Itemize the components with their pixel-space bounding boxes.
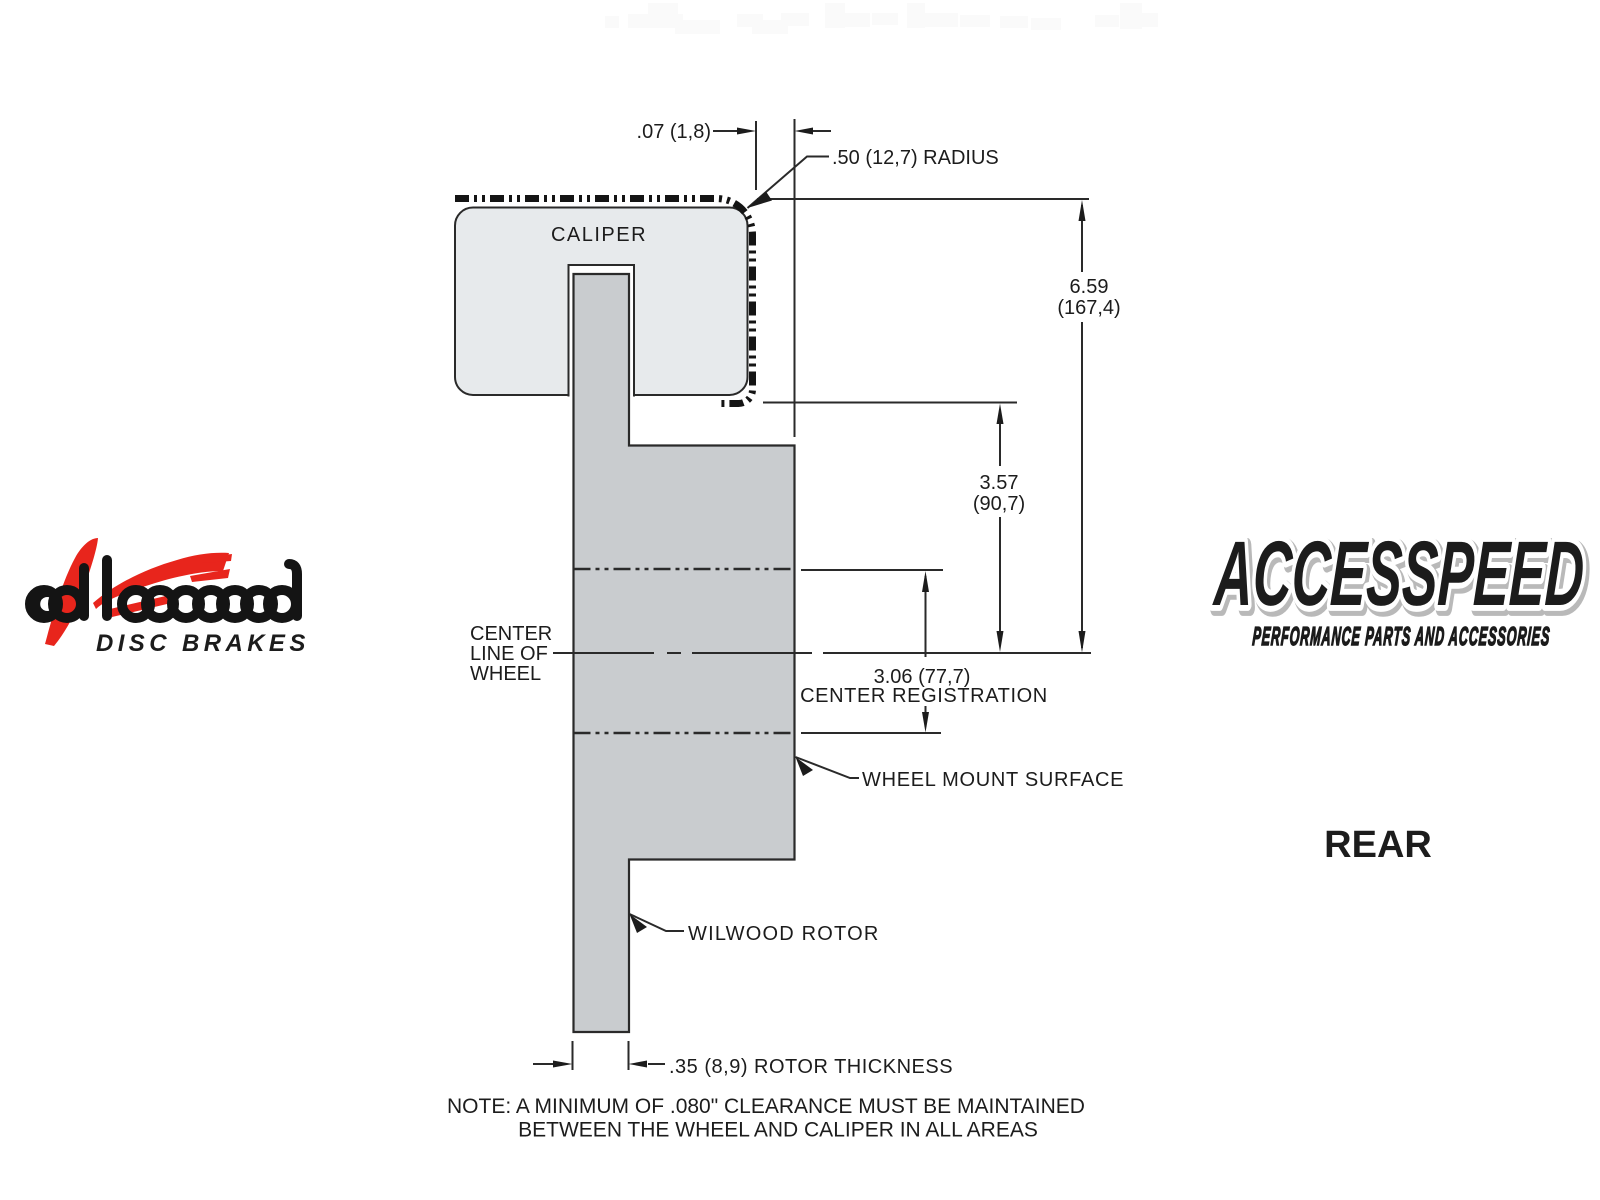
svg-text:CALIPER: CALIPER — [551, 224, 647, 246]
svg-text:LINE OF: LINE OF — [470, 643, 548, 665]
svg-text:REAR: REAR — [1324, 824, 1432, 866]
svg-text:3.06 (77,7): 3.06 (77,7) — [874, 666, 971, 688]
svg-text:3.57: 3.57 — [980, 472, 1019, 494]
svg-text:(167,4): (167,4) — [1057, 297, 1120, 319]
svg-text:BETWEEN THE WHEEL AND CALIPER: BETWEEN THE WHEEL AND CALIPER IN ALL ARE… — [518, 1119, 1038, 1142]
svg-text:WHEEL: WHEEL — [470, 663, 541, 685]
svg-text:NOTE: A MINIMUM OF .080" CLEAR: NOTE: A MINIMUM OF .080" CLEARANCE MUST … — [447, 1095, 1085, 1118]
svg-text:ACCESSPEED: ACCESSPEED — [1213, 526, 1588, 628]
svg-text:ACCESSPEED: ACCESSPEED — [1211, 522, 1586, 624]
svg-text:.35 (8,9) ROTOR THICKNESS: .35 (8,9) ROTOR THICKNESS — [669, 1056, 953, 1078]
svg-text:(90,7): (90,7) — [973, 493, 1025, 515]
svg-text:.07 (1,8): .07 (1,8) — [637, 121, 711, 143]
svg-text:6.59: 6.59 — [1070, 276, 1109, 298]
svg-text:WHEEL MOUNT SURFACE: WHEEL MOUNT SURFACE — [862, 769, 1124, 791]
svg-text:PERFORMANCE PARTS AND ACCESSOR: PERFORMANCE PARTS AND ACCESSORIES — [1252, 622, 1552, 651]
svg-text:CENTER REGISTRATION: CENTER REGISTRATION — [800, 685, 1048, 707]
svg-text:.50 (12,7) RADIUS: .50 (12,7) RADIUS — [832, 147, 999, 169]
svg-text:DISC BRAKES: DISC BRAKES — [96, 630, 310, 657]
svg-text:WILWOOD ROTOR: WILWOOD ROTOR — [688, 923, 880, 945]
svg-text:CENTER: CENTER — [470, 623, 552, 645]
svg-text:ACCESSPEED: ACCESSPEED — [1211, 522, 1586, 624]
